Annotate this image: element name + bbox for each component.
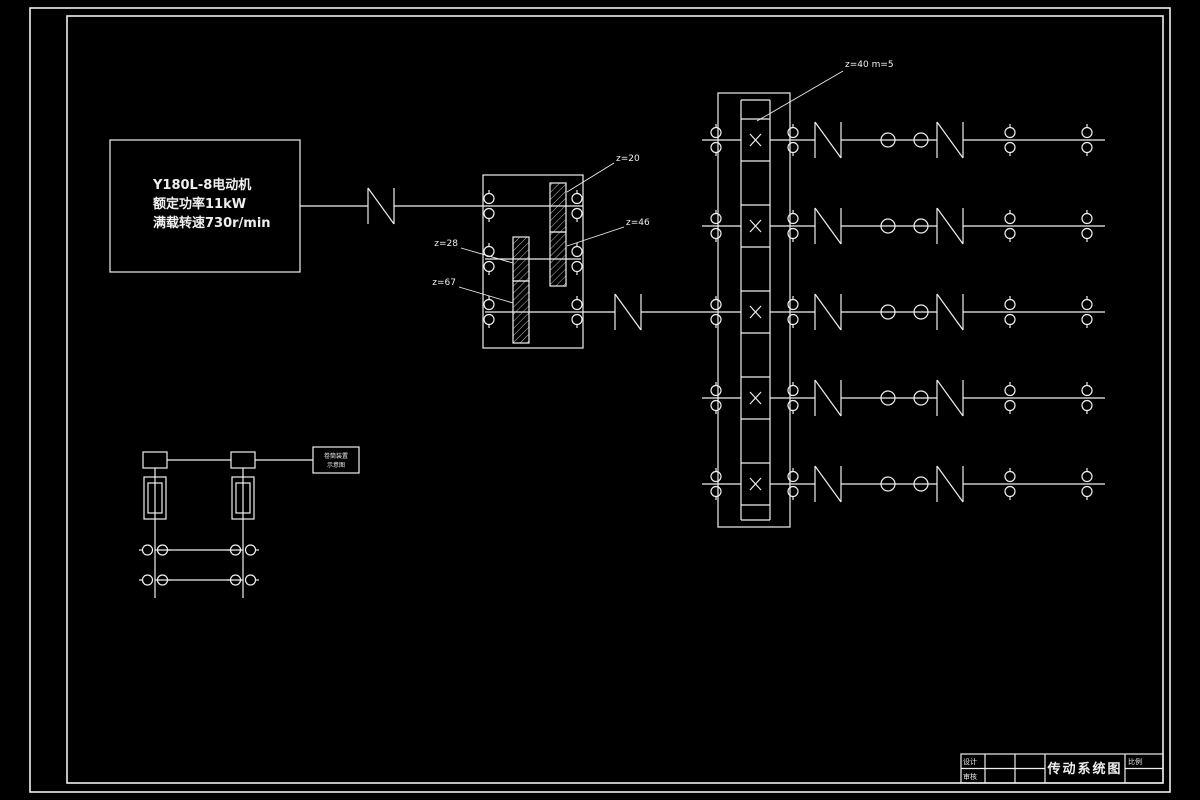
drive-row-5	[702, 463, 1105, 505]
drive-row-2	[702, 205, 1105, 247]
motor-spec-line2: 额定功率11kW	[153, 196, 246, 212]
label-z46: z=46	[626, 218, 650, 228]
label-z28: z=28	[434, 239, 458, 249]
hoist-top-block-left	[142, 451, 168, 469]
label-z40-m5: z=40 m=5	[845, 60, 894, 70]
hoist-label-box	[312, 446, 360, 474]
drive-row-4	[702, 377, 1105, 419]
brake-right-outer	[231, 476, 255, 520]
title-block-scale-label: 比例	[1128, 757, 1142, 766]
drive-row-3	[702, 291, 1105, 333]
motor-spec-line3: 满载转速730r/min	[153, 215, 271, 231]
coupling-motor	[367, 187, 395, 225]
title-block-design-label: 设计	[963, 757, 977, 766]
distribution-box-outer	[717, 92, 791, 528]
brake-right-inner	[235, 482, 251, 514]
leader-z67	[458, 286, 514, 304]
gear-z67	[512, 280, 530, 344]
reducer-housing	[482, 174, 584, 349]
label-z20: z=20	[616, 154, 640, 164]
hoist-top-block-right	[230, 451, 256, 469]
brake-left-inner	[147, 482, 163, 514]
gear-z28	[512, 236, 530, 282]
drive-row-1	[702, 119, 1105, 161]
outer-border	[29, 7, 1171, 793]
coupling-reducer-output	[614, 293, 642, 331]
leader-z28	[460, 247, 514, 264]
hoist-label-line2: 示意图	[327, 461, 345, 469]
leader-z40	[756, 70, 844, 122]
gear-z46	[549, 231, 567, 287]
hoist-label-line1: 卷筒装置	[324, 452, 348, 460]
inner-border	[66, 15, 1164, 784]
leader-z20	[566, 162, 615, 193]
leader-z46	[566, 226, 625, 247]
drawing-title: 传动系统图	[1046, 761, 1122, 777]
brake-left-outer	[143, 476, 167, 520]
title-block-review-label: 审核	[963, 772, 977, 781]
gear-z20	[549, 182, 567, 233]
motor-spec-line1: Y180L-8电动机	[152, 177, 251, 193]
label-z67: z=67	[432, 278, 456, 288]
